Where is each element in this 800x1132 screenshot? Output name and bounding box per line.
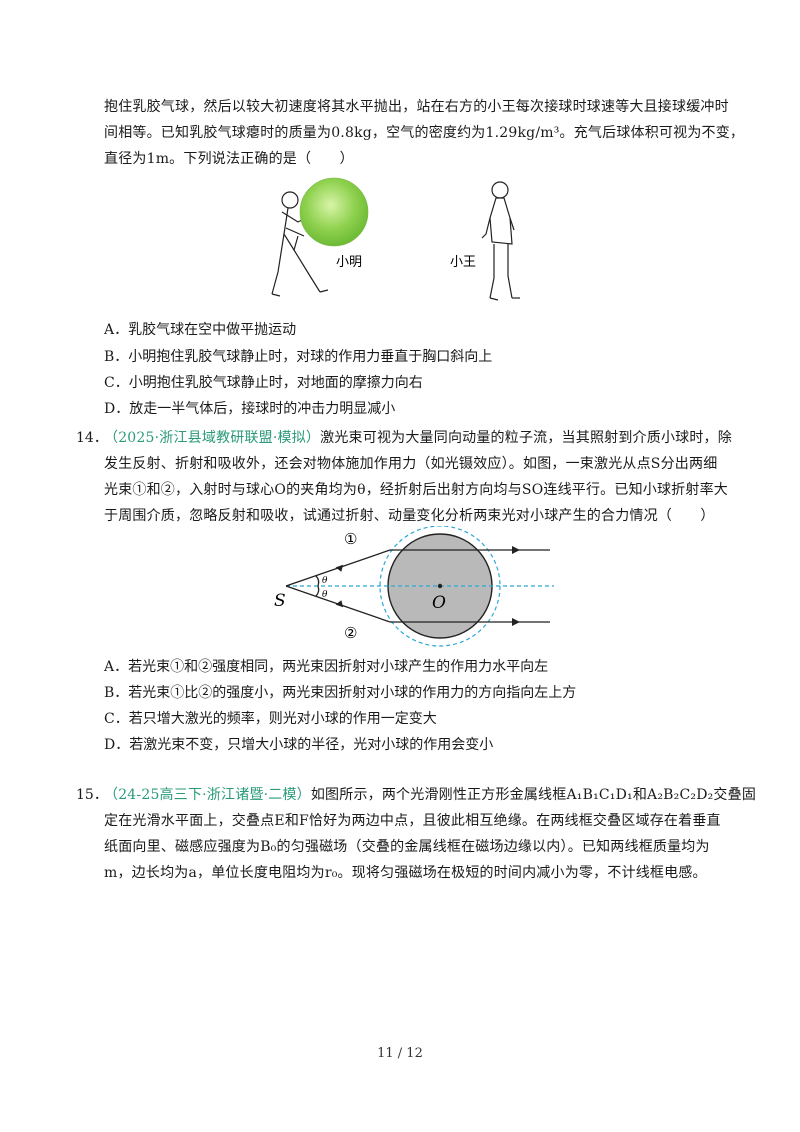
q14-number: 14． (76, 430, 108, 446)
page-number: 11 / 12 (377, 1046, 423, 1061)
arrow-beam2-in (335, 600, 344, 608)
q14-option-d: D．若激光束不变，只增大小球的半径，光对小球的作用会变小 (104, 737, 494, 753)
q14-line-3: 光束①和②，入射时与球心O的夹角均为θ，经折射后出射方向均与SO连线平行。已知小… (104, 482, 728, 498)
beam2-label: ② (344, 624, 357, 642)
q15-line-1: （24-25高三下·浙江诸暨·二模）如图所示，两个光滑刚性正方形金属线框A₁B₁… (104, 787, 757, 803)
q15-line-4: m，边长均为a，单位长度电阻均为r₀。现将匀强磁场在极短的时间内减小为零，不计线… (104, 865, 707, 881)
q14-source-tag: （2025·浙江县域教研联盟·模拟） (104, 430, 321, 446)
q15-number: 15． (76, 787, 108, 803)
latex-balloon (299, 177, 369, 247)
point-o-label: O (432, 593, 446, 613)
q14-figure: ① ② S O θ θ (274, 526, 554, 647)
label-xiaoming: 小明 (336, 254, 362, 269)
q13-intro: 抱住乳胶气球，然后以较大初速度将其水平抛出，站在右方的小王每次接球时球速等大且接… (104, 94, 745, 172)
q14-option-b: B．若光束①比②的强度小，两光束因折射对小球的作用力的方向指向左上方 (104, 685, 577, 701)
arrow-beam1-out (512, 546, 520, 554)
center-dot (437, 583, 443, 589)
q14-option-c: C．若只增大激光的频率，则光对小球的作用一定变大 (104, 711, 437, 727)
q13-figure: 小明 小王 (271, 177, 520, 301)
point-s-label: S (274, 591, 286, 611)
xiaoming-person (271, 191, 329, 297)
q14-line-4: 于周围介质，忽略反射和吸收，试通过折射、动量变化分析两束光对小球产生的合力情况（… (104, 508, 715, 524)
q14-line-1: （2025·浙江县域教研联盟·模拟）激光束可视为大量同向动量的粒子流，当其照射到… (104, 430, 732, 446)
q13-option-b: B．小明抱住乳胶气球静止时，对球的作用力垂直于胸口斜向上 (104, 349, 493, 365)
q15-source-tag: （24-25高三下·浙江诸暨·二模） (104, 787, 311, 803)
q13-option-a: A．乳胶气球在空中做平抛运动 (104, 322, 297, 338)
q14-stem: （2025·浙江县域教研联盟·模拟）激光束可视为大量同向动量的粒子流，当其照射到… (104, 425, 732, 529)
angle-arc-lower (315, 585, 320, 597)
angle-theta-upper: θ (322, 576, 328, 586)
angle-theta-lower: θ (322, 590, 328, 600)
angle-arc-upper (315, 575, 320, 587)
beam1-label: ① (344, 530, 357, 548)
q13-line-3: 直径为1m。下列说法正确的是（ ） (104, 151, 354, 167)
q15-line-2: 定在光滑水平面上，交叠点E和F恰好为两边中点，且彼此相互绝缘。在两线框交叠区域存… (104, 813, 721, 829)
label-xiaowang: 小王 (450, 254, 476, 269)
arrow-beam1-in (335, 564, 344, 572)
q14-line-2: 发生反射、折射和吸收外，还会对物体施加作用力（如光镊效应）。如图，一束激光从点S… (104, 456, 718, 472)
arrow-beam2-out (512, 618, 520, 626)
q13-option-c: C．小明抱住乳胶气球静止时，对地面的摩擦力向右 (104, 375, 423, 391)
q13-option-d: D．放走一半气体后，接球时的冲击力明显减小 (104, 401, 396, 417)
q13-line-1: 抱住乳胶气球，然后以较大初速度将其水平抛出，站在右方的小王每次接球时球速等大且接… (104, 99, 729, 115)
xiaowang-person (481, 181, 520, 301)
q14-option-a: A．若光束①和②强度相同，两光束因折射对小球产生的作用力水平向左 (104, 659, 549, 675)
q13-line-2: 间相等。已知乳胶气球瘪时的质量为0.8kg，空气的密度约为1.29kg/m³。充… (104, 125, 745, 141)
q15-line-3: 纸面向里、磁感应强度为B₀的匀强磁场（交叠的金属线框在磁场边缘以内）。已知两线框… (104, 839, 710, 855)
q15-stem: （24-25高三下·浙江诸暨·二模）如图所示，两个光滑刚性正方形金属线框A₁B₁… (104, 782, 757, 886)
